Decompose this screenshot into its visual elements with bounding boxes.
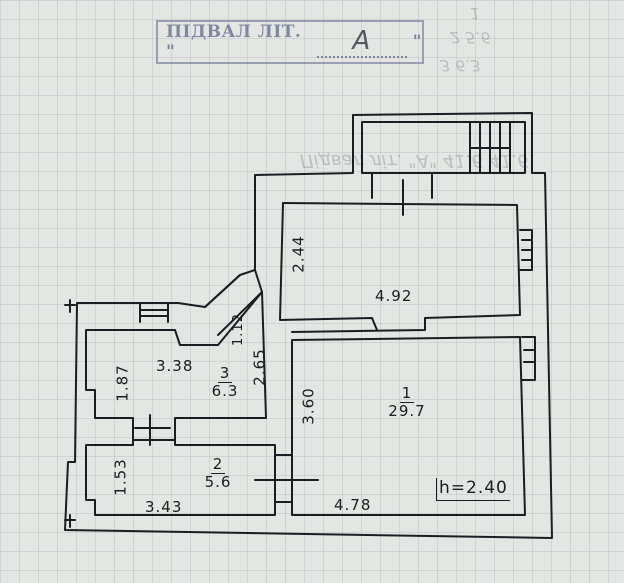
- upper-room-left: [279, 202, 378, 331]
- stairs-steps: [469, 121, 511, 174]
- dim-room-1-width: 4.78: [334, 496, 372, 514]
- dim-room-3-left-height: 1.87: [113, 364, 132, 402]
- room-2-wall: [85, 439, 276, 516]
- dim-room-1-height: 3.60: [299, 387, 318, 425]
- room-1-wall: [291, 336, 526, 516]
- window-right-1: [519, 229, 533, 271]
- room-2-number: 2: [210, 455, 226, 474]
- room-3-area: 6.3: [211, 382, 239, 400]
- room-3-wall: [85, 291, 267, 441]
- upper-room-wall: [282, 202, 521, 333]
- room-1-label: 1 29.7: [384, 384, 430, 420]
- left-ticks: [64, 299, 76, 528]
- room-2-area: 5.6: [204, 473, 232, 491]
- corridor-wall: [204, 269, 263, 308]
- basement-stamp: ПІДВАЛ ЛІТ. " А ": [156, 20, 424, 64]
- stamp-prefix: ПІДВАЛ ЛІТ. ": [166, 22, 302, 62]
- room-3-diag: [217, 291, 263, 336]
- window-upper: [371, 172, 433, 216]
- dim-room-2-width: 3.43: [145, 498, 183, 516]
- ceiling-height: h=2.40: [436, 478, 510, 501]
- room-3-number: 3: [217, 364, 233, 383]
- dim-room-2-left-height: 1.53: [111, 458, 130, 496]
- room-1-number: 1: [399, 384, 415, 403]
- outer-wall: [64, 112, 553, 539]
- dim-room-3-right-height: 2.65: [250, 348, 269, 386]
- stamp-suffix: ": [412, 32, 422, 52]
- room-2-label: 2 5.6: [200, 455, 236, 491]
- dim-upper-room-height: 2.44: [289, 235, 308, 273]
- room-3-label: 3 6.3: [208, 364, 242, 400]
- window-room-3: [139, 302, 169, 323]
- dim-room-3-width: 3.38: [156, 357, 194, 375]
- dim-upper-room-width: 4.92: [375, 287, 413, 305]
- room-1-area: 29.7: [388, 402, 426, 420]
- door-2-1: [254, 454, 319, 503]
- stamp-letter: А: [316, 26, 407, 58]
- window-right-2: [521, 336, 536, 381]
- dim-room-3-small: 1.12: [230, 313, 246, 346]
